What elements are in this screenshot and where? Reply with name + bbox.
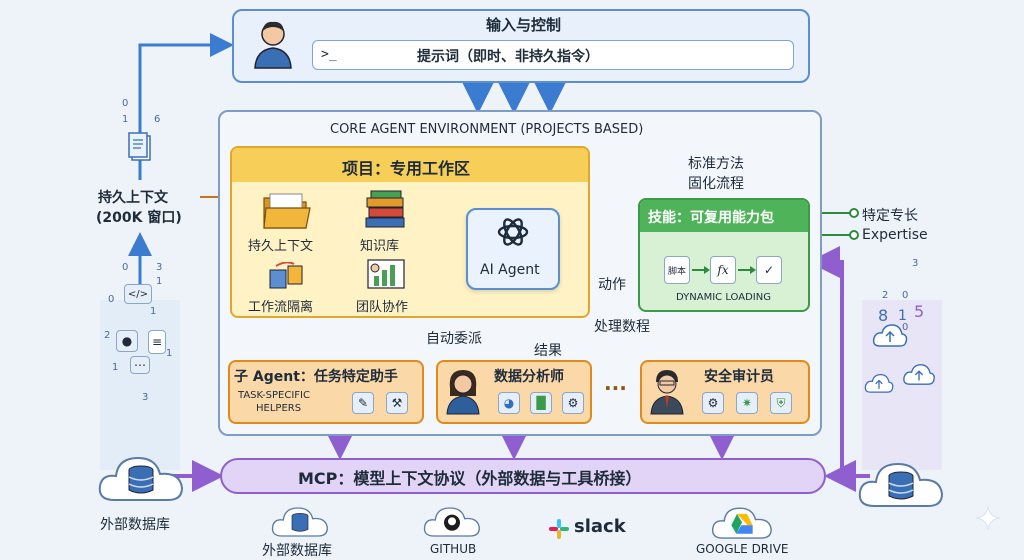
annotation-expertise-1: 特定专长 (862, 208, 918, 224)
tools-icon: ⚒ (386, 392, 408, 414)
workflow-isolation-icon (268, 261, 304, 292)
left-digit: 0 (108, 294, 115, 305)
folder-icon (262, 190, 312, 230)
left-digit: 3 (142, 392, 149, 403)
skill-flow-arrows (692, 266, 756, 274)
left-digit: 6 (154, 114, 161, 125)
left-digit: 1 (150, 306, 157, 317)
subagent-title: 子 Agent：任务特定助手 (234, 369, 398, 385)
annotation-standard-1: 标准方法 (688, 156, 744, 172)
left-digit: 0 (122, 262, 129, 273)
core-environment-title: CORE AGENT ENVIRONMENT (PROJECTS BASED) (330, 122, 644, 137)
left-digit: 1 (122, 114, 129, 125)
prompt-input[interactable]: >_ 提示词（即时、非持久指令） (312, 40, 794, 70)
left-digit: 0 (122, 98, 129, 109)
left-digit: 3 (156, 262, 163, 273)
left-digit: 1 (166, 348, 173, 359)
notepad-icon: ✎ (352, 392, 374, 414)
ai-agent-logo-icon (495, 214, 531, 250)
right-database-cloud-icon (856, 454, 946, 510)
left-digit: 1 (156, 276, 163, 287)
subagent-subtitle-1: TASK-SPECIFIC (238, 390, 310, 401)
github-label: GITHUB (430, 542, 477, 556)
mcp-label: MCP：模型上下文协议（外部数据与工具桥接） (298, 469, 642, 488)
prompt-text: 提示词（即时、非持久指令） (417, 49, 599, 65)
right-digit: 2 (882, 290, 889, 301)
slack-logo-icon (548, 518, 570, 540)
left-digit: 1 (112, 362, 119, 373)
upload-cloud-icon (872, 322, 908, 348)
script-doc-icon: 脚本 (664, 256, 690, 284)
user-avatar-icon (252, 18, 294, 70)
ellipsis: ··· (604, 376, 627, 400)
left-database-label: 外部数据库 (100, 517, 170, 533)
upload-cloud-icon (902, 362, 936, 386)
function-doc-icon: fx (710, 256, 736, 284)
google-drive-cloud-icon (710, 500, 774, 542)
dynamic-loading-label: DYNAMIC LOADING (676, 292, 771, 303)
upload-cloud-icon (864, 372, 894, 394)
network-icon: ✷ (736, 392, 758, 414)
team-chart-icon (366, 258, 406, 292)
books-icon (364, 190, 406, 230)
project-item-workflow-isolation: 工作流隔离 (248, 300, 314, 315)
annotation-expertise-2: Expertise (862, 227, 928, 243)
security-auditor-title: 安全审计员 (704, 369, 774, 385)
annotation-delegate: 自动委派 (426, 331, 482, 347)
file-icon: ≡ (148, 330, 166, 354)
right-digit: 0 (902, 290, 909, 301)
annotation-process: 处理数程 (594, 319, 650, 335)
person-settings-icon: ⚙ (562, 392, 584, 414)
skills-title: 技能：可复用能力包 (648, 210, 774, 226)
slack-label: slack (574, 516, 626, 537)
annotation-result: 结果 (534, 343, 562, 359)
chat-icon: ⋯ (130, 356, 150, 374)
subagent-subtitle-2: HELPERS (256, 403, 302, 414)
gear-check-icon: ⚙ (702, 392, 724, 414)
analyst-avatar-icon (444, 366, 482, 416)
code-bubble-icon: </> (124, 284, 152, 304)
project-title-bar (232, 148, 588, 182)
data-analyst-title: 数据分析师 (494, 369, 564, 385)
annotation-action: 动作 (598, 277, 626, 293)
left-database-cloud-icon (96, 448, 186, 504)
checklist-doc-icon: ✓ (756, 256, 782, 284)
bar-chart-icon: █ (530, 392, 552, 414)
ai-agent-label: AI Agent (480, 262, 540, 278)
shield-icon: ⛨ (770, 392, 792, 414)
auditor-avatar-icon (648, 366, 686, 416)
right-digit: 5 (914, 302, 925, 321)
right-digit: 1 (898, 308, 907, 324)
user-node-icon: ● (116, 330, 138, 352)
annotation-standard-2: 固化流程 (688, 176, 744, 192)
left-context-line1: 持久上下文 (98, 190, 168, 206)
project-title: 项目：专用工作区 (342, 159, 471, 178)
pie-chart-icon: ◕ (498, 392, 520, 414)
project-item-persistent-context: 持久上下文 (248, 239, 314, 254)
sparkle-icon (975, 505, 1001, 531)
prompt-symbol: >_ (321, 47, 337, 62)
left-document-icon (128, 132, 154, 162)
right-digit: 3 (912, 258, 919, 269)
center-database-cloud-icon (270, 500, 330, 540)
google-drive-label: GOOGLE DRIVE (696, 542, 789, 556)
left-digit: 2 (104, 330, 111, 341)
right-digit: 8 (878, 306, 889, 325)
github-cloud-icon (422, 500, 482, 540)
mcp-bar (220, 458, 826, 494)
center-database-label: 外部数据库 (262, 543, 332, 559)
project-item-team-collaboration: 团队协作 (356, 300, 409, 315)
left-context-line2: (200K 窗口) (96, 210, 182, 226)
right-digit: 0 (902, 322, 909, 333)
skills-title-bar (640, 200, 808, 232)
project-item-knowledge-base: 知识库 (360, 239, 400, 254)
input-panel-title: 输入与控制 (486, 16, 562, 34)
